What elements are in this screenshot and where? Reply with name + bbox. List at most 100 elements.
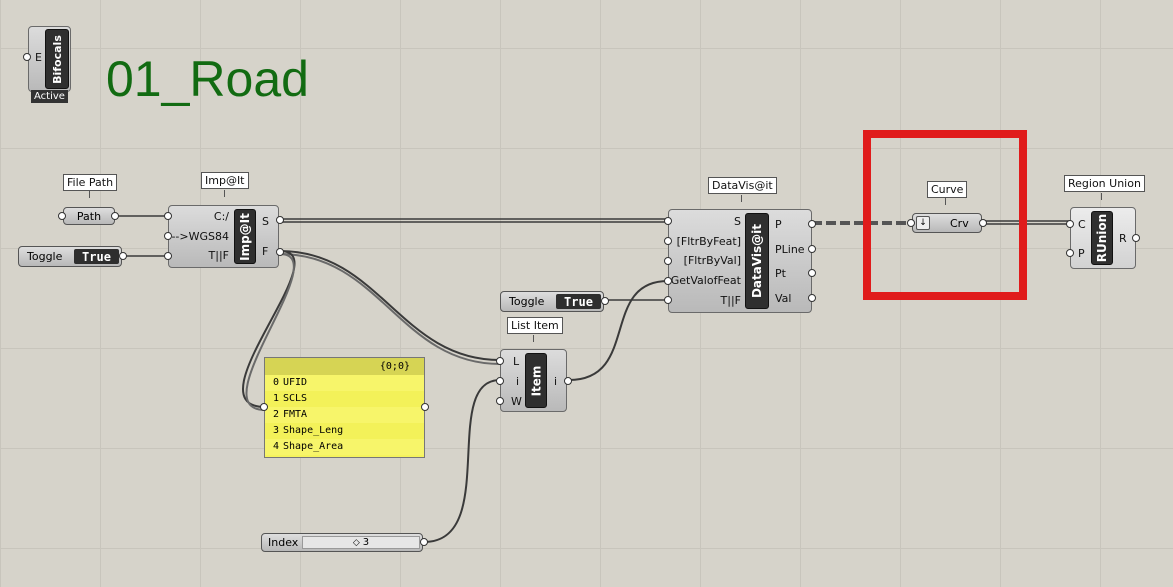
panel-row-index: 3	[272, 425, 279, 436]
ru-input-p: P	[1078, 247, 1085, 260]
wire-item-getval	[568, 280, 669, 381]
panel-row-value: SCLS	[283, 393, 308, 404]
datavis-in-grip-s[interactable]	[664, 217, 672, 225]
item-input-l: L	[513, 355, 520, 368]
impit-out-grip-s[interactable]	[276, 216, 284, 224]
toggle-true-1[interactable]: Toggle True	[18, 246, 122, 267]
panel-in-grip[interactable]	[260, 403, 268, 411]
tag-stem	[89, 191, 90, 198]
panel-row-value: UFID	[283, 377, 308, 388]
datavis-in-grip-fltrbyfeat[interactable]	[664, 237, 672, 245]
toggle-value[interactable]: True	[556, 294, 601, 309]
datavis-out-grip-p[interactable]	[808, 220, 816, 228]
impit-in-grip-wgs[interactable]	[164, 232, 172, 240]
datavis-out-grip-pline[interactable]	[808, 245, 816, 253]
datavis-input-fltrbyfeat: [FltrByFeat]	[676, 235, 741, 248]
datavis-in-grip-tf[interactable]	[664, 296, 672, 304]
toggle-true-2[interactable]: Toggle True	[500, 291, 604, 312]
wire-f-list	[279, 250, 501, 361]
file-path-name: Path	[76, 209, 102, 223]
datavis-output-val: Val	[775, 292, 792, 305]
datavis-out-grip-pt[interactable]	[808, 269, 816, 277]
ru-name: RUnion	[1095, 213, 1109, 263]
file-path-param[interactable]: Path	[63, 207, 115, 225]
panel-row: 0 UFID	[265, 375, 424, 391]
wire-f-panel-b	[245, 253, 295, 411]
slider-value: 3	[362, 537, 370, 548]
panel-row: 4 Shape_Area	[265, 439, 424, 455]
ru-core: RUnion	[1091, 211, 1113, 265]
slider-label: Index	[268, 536, 299, 549]
impit-name: Imp@It	[238, 212, 253, 261]
impit-component[interactable]: C:/ -->WGS84 T||F Imp@It S F	[168, 205, 279, 268]
item-out-grip-i[interactable]	[564, 377, 572, 385]
ru-in-grip-c[interactable]	[1066, 220, 1074, 228]
file-path-tag: File Path	[63, 174, 118, 191]
list-item-component[interactable]: L i W Item i	[500, 349, 567, 412]
toggle-out-grip[interactable]	[119, 252, 127, 260]
toggle2-out-grip[interactable]	[601, 297, 609, 305]
item-core: Item	[525, 353, 547, 408]
item-in-grip-l[interactable]	[496, 357, 504, 365]
slider-track[interactable]: ◇ 3	[302, 536, 420, 549]
list-item-tag: List Item	[507, 317, 563, 334]
index-slider[interactable]: Index ◇ 3	[261, 533, 423, 552]
bifocals-component[interactable]: E Bifocals	[28, 26, 71, 92]
datavis-output-pt: Pt	[775, 267, 786, 280]
file-path-out-grip[interactable]	[111, 212, 119, 220]
item-in-grip-w[interactable]	[496, 397, 504, 405]
datavis-tag: DataVis@it	[708, 177, 777, 194]
region-union-component[interactable]: C P RUnion R	[1070, 207, 1136, 269]
tag-stem	[1101, 193, 1102, 200]
impit-in-grip-tf[interactable]	[164, 252, 172, 260]
tag-stem	[741, 195, 742, 202]
panel-row-value: FMTA	[283, 409, 308, 420]
wire-f-list-b	[279, 253, 501, 365]
slider-out-grip[interactable]	[420, 538, 428, 546]
ru-in-grip-p[interactable]	[1066, 249, 1074, 257]
ru-out-grip-r[interactable]	[1132, 234, 1140, 242]
datavis-in-grip-fltrbyval[interactable]	[664, 257, 672, 265]
datavis-input-s: S	[734, 215, 741, 228]
datavis-core: DataVis@it	[745, 213, 769, 309]
bifocals-input-grip[interactable]	[23, 53, 31, 61]
tag-stem	[533, 335, 534, 342]
curve-in-grip[interactable]	[907, 219, 915, 227]
toggle-label: Toggle	[509, 295, 545, 308]
panel-row: 3 Shape_Leng	[265, 423, 424, 439]
datavis-in-grip-getval[interactable]	[664, 277, 672, 285]
wire-f-panel	[242, 250, 296, 408]
file-path-in-grip[interactable]	[58, 212, 66, 220]
impit-out-grip-f[interactable]	[276, 248, 284, 256]
panel-out-grip[interactable]	[421, 403, 429, 411]
impit-input-wgs84: -->WGS84	[171, 230, 229, 243]
panel-row-value: Shape_Area	[283, 441, 344, 452]
panel[interactable]: {0;0} 0 UFID 1 SCLS 2 FMTA 3 Shape_Leng …	[264, 357, 425, 458]
tag-stem	[945, 198, 946, 205]
highlight-box	[863, 130, 1027, 300]
datavis-out-grip-val[interactable]	[808, 294, 816, 302]
datavis-input-getvalofffeat: GetValofFeat	[670, 274, 741, 287]
tag-stem	[224, 190, 225, 197]
bifocals-name: Bifocals	[50, 34, 64, 84]
toggle-label: Toggle	[27, 250, 63, 263]
item-input-w: W	[511, 395, 522, 408]
curve-name: Crv	[950, 216, 969, 230]
panel-row-index: 0	[272, 377, 279, 388]
slider-knob-icon[interactable]: ◇	[352, 537, 360, 548]
impit-input-c: C:/	[213, 210, 229, 223]
impit-in-grip-c[interactable]	[164, 212, 172, 220]
ru-input-c: C	[1078, 218, 1086, 231]
ru-output-r: R	[1119, 232, 1127, 245]
toggle-value[interactable]: True	[74, 249, 119, 264]
curve-out-grip[interactable]	[979, 219, 987, 227]
item-in-grip-i[interactable]	[496, 377, 504, 385]
curve-param[interactable]: ↓ Crv	[912, 213, 982, 233]
curve-tag: Curve	[927, 181, 968, 198]
datavis-input-tf: T||F	[720, 294, 741, 307]
bifocals-core: Bifocals	[45, 29, 69, 89]
panel-row: 1 SCLS	[265, 391, 424, 407]
datavis-component[interactable]: S [FltrByFeat] [FltrByVal] GetValofFeat …	[668, 209, 812, 313]
panel-header: {0;0}	[265, 358, 424, 375]
